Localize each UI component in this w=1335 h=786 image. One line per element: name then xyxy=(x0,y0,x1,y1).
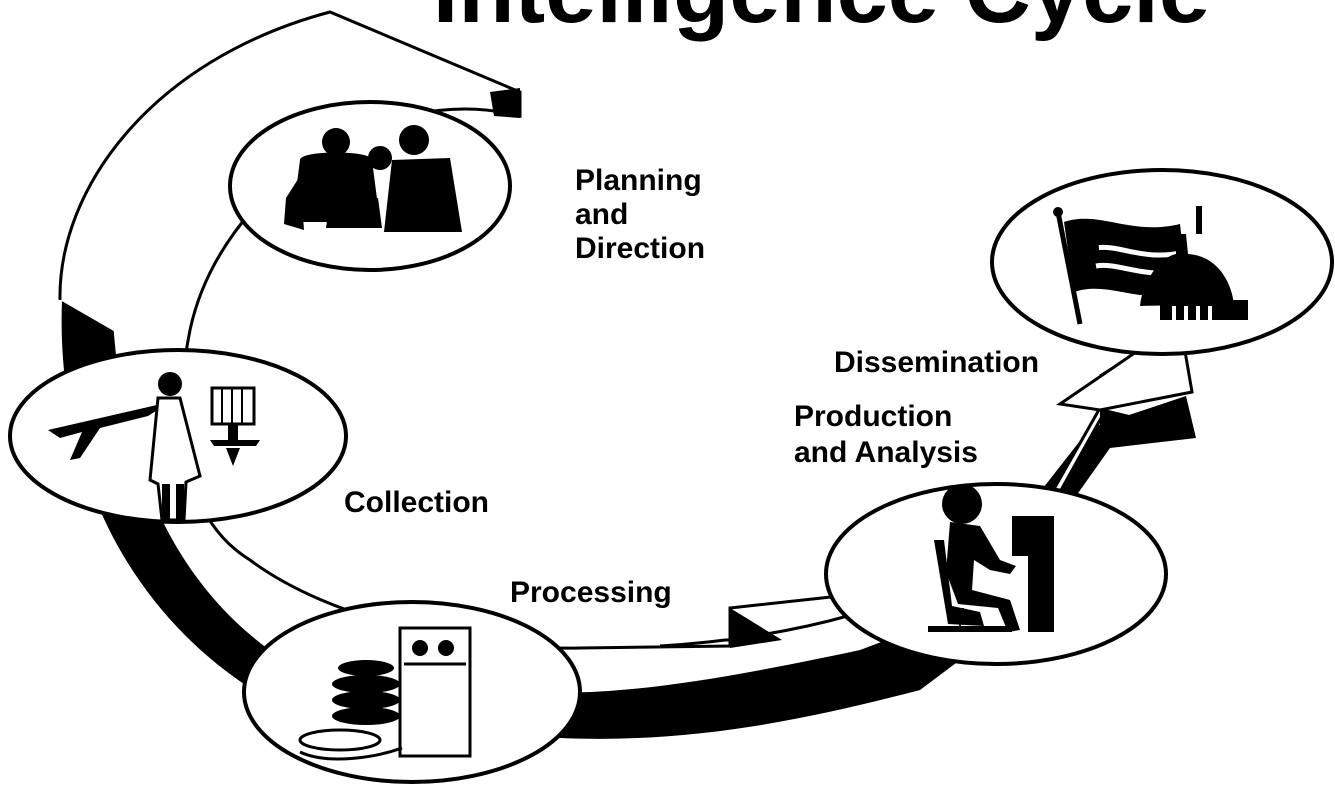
flag-capitol-icon xyxy=(1053,206,1248,325)
diagram-title: Intelligence Cycle xyxy=(433,0,1210,42)
processing-arrow-step xyxy=(730,608,782,648)
collection-stage: Collection xyxy=(8,348,489,524)
band-top-fold xyxy=(490,88,520,118)
jet-spy-satellite-icon xyxy=(48,372,260,522)
planning-label-line-3: Direction xyxy=(575,232,705,265)
production-stage: Production and Analysis xyxy=(794,400,1168,666)
dissemination-arrow-step xyxy=(1100,408,1150,436)
analyst-at-terminal-icon xyxy=(928,484,1054,632)
dissemination-stage: Dissemination xyxy=(834,168,1334,379)
processing-label: Processing xyxy=(510,576,672,609)
planning-stage: Planning and Direction xyxy=(228,100,710,272)
collection-label: Collection xyxy=(344,486,489,519)
production-label-line-1: Production xyxy=(794,400,952,433)
dissemination-label: Dissemination xyxy=(834,346,1039,379)
meeting-people-icon xyxy=(284,125,462,232)
planning-label: Planning and Direction xyxy=(575,164,710,265)
planning-label-line-1: Planning xyxy=(575,164,702,197)
data-storage-computer-icon xyxy=(298,626,472,761)
processing-stage: Processing xyxy=(242,576,672,784)
production-label-line-2: and Analysis xyxy=(794,436,978,469)
production-label: Production and Analysis xyxy=(794,400,978,469)
planning-label-line-2: and xyxy=(575,198,628,231)
production-ellipse xyxy=(824,482,1168,666)
